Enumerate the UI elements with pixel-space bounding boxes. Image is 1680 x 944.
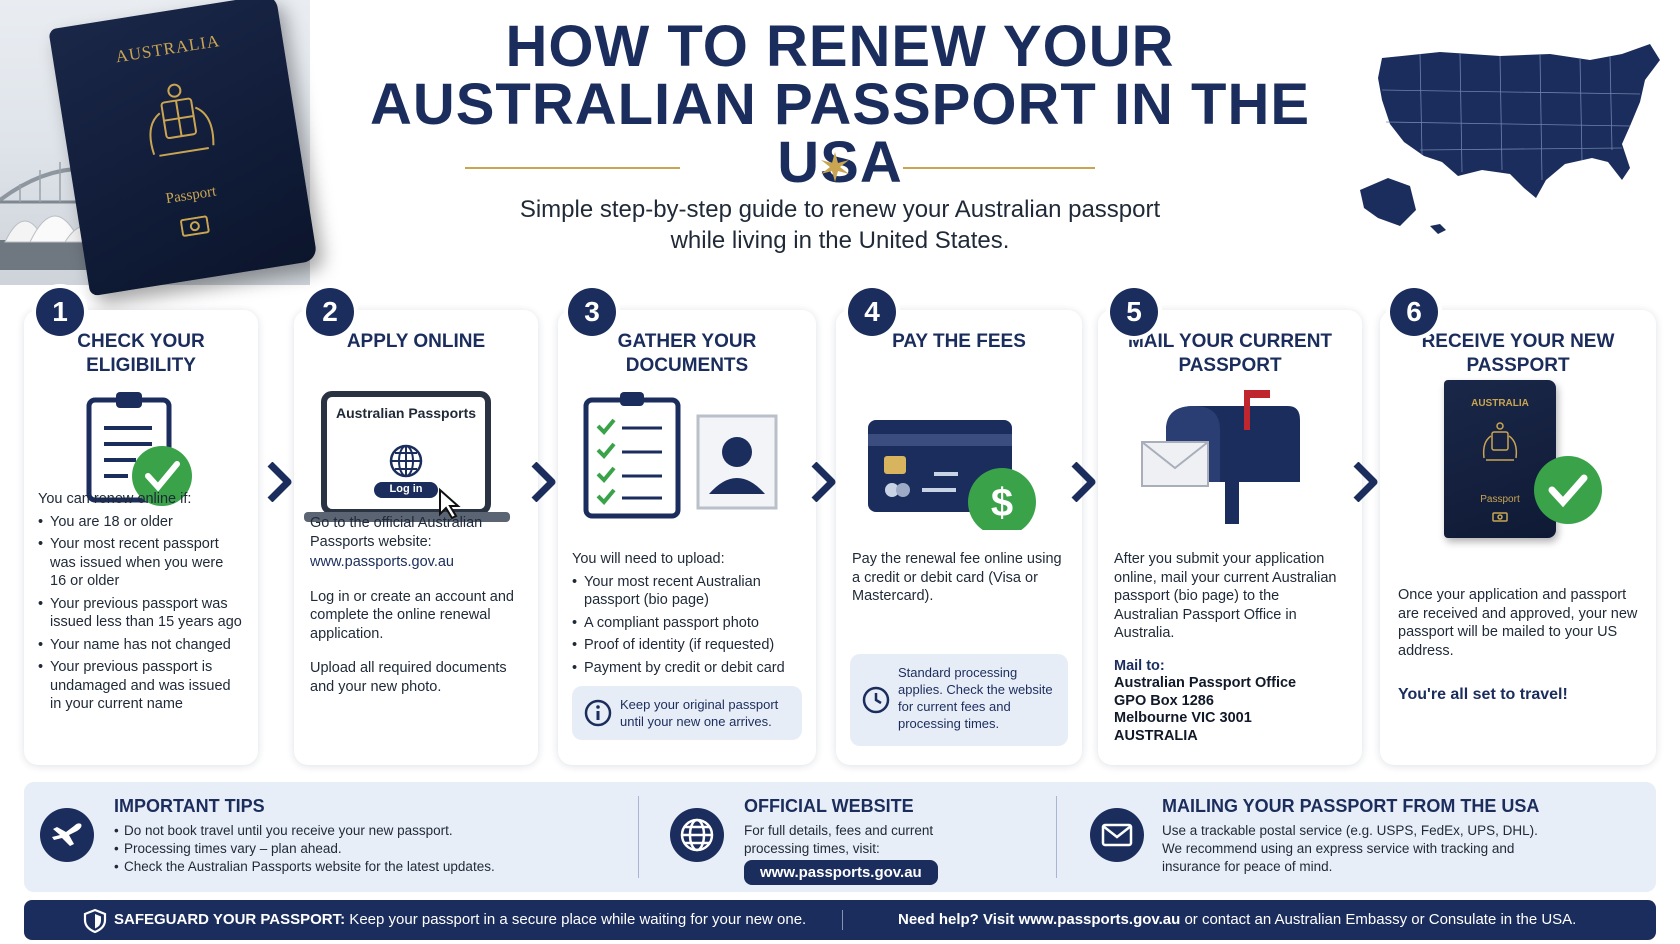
usa-map-icon [1360,44,1660,234]
checklist-photo-icon [558,390,816,530]
list-item: Your previous passport is undamaged and … [38,658,242,714]
step-5-body: After you submit your application online… [1114,550,1346,745]
step-card-6: RECEIVE YOUR NEW PASSPORT AUSTRALIA Pass… [1380,310,1656,765]
list-item: A compliant passport photo [572,614,800,633]
step-5-title: MAIL YOUR CURRENT PASSPORT [1127,331,1333,376]
step-4-badge: 4 [848,288,896,336]
airplane-icon [40,808,94,862]
star-icon [821,152,849,182]
shield-icon [83,908,107,934]
page-subtitle: Simple step-by-step guide to renew your … [519,196,1161,254]
list-item: Your most recent Australian passport (bi… [572,573,800,610]
step-3-title: GATHER YOUR DOCUMENTS [617,331,757,376]
envelope-icon [1090,808,1144,862]
laptop-icon: Australian Passports Log in [294,390,538,530]
list-item: Check the Australian Passports website f… [114,858,495,876]
chevron-right-icon [531,462,556,502]
step-3-note: Keep your original passport until your n… [572,686,802,740]
important-tips: IMPORTANT TIPS Do not book travel until … [24,782,614,892]
list-item: Your previous passport was issued less t… [38,595,242,632]
step-5-badge: 5 [1110,288,1158,336]
divider [842,910,843,930]
page-title: HOW TO RENEW YOUR AUSTRALIAN PASSPORT IN… [369,14,1311,192]
step-2-title: APPLY ONLINE [346,331,486,352]
divider [1056,796,1057,878]
coat-of-arms-icon [149,83,215,157]
help-message: Need help? Visit www.passports.gov.au or… [898,911,1577,928]
tips-panel: IMPORTANT TIPS Do not book travel until … [24,782,1656,892]
step-1-body: You can renew online if: You are 18 or o… [38,490,242,718]
step-3-body: You will need to upload: Your most recen… [572,550,800,681]
step-card-4: PAY THE FEES $ Pay the renewal fee onlin… [836,310,1082,765]
closing-message: You're all set to travel! [1398,686,1568,703]
footer-link[interactable]: www.passports.gov.au [1018,911,1181,928]
login-button[interactable]: Log in [389,483,423,495]
globe-icon [670,808,724,862]
passport-image: AUSTRALIA Passport [1444,380,1556,538]
list-item: Payment by credit or debit card [572,659,800,678]
step-2-badge: 2 [306,288,354,336]
step-card-2: APPLY ONLINE Australian Passports Log in… [294,310,538,765]
list-item: Your most recent passport was issued whe… [38,535,242,591]
clock-icon [862,686,890,714]
mailing-address: Australian Passport Office GPO Box 1286 … [1114,675,1297,744]
step-card-3: GATHER YOUR DOCUMENTS You will need to u… [558,310,816,765]
safeguard-message: SAFEGUARD YOUR PASSPORT: Keep your passp… [114,911,807,928]
chevron-right-icon [1071,462,1096,502]
screen-title: Australian Passports [335,405,477,421]
title-divider-right [903,167,1095,169]
biometric-chip-icon [180,215,210,237]
passport-country-label: AUSTRALIA [114,31,222,67]
mailing-tips: MAILING YOUR PASSPORT FROM THE USA Use a… [1074,782,1654,892]
info-icon [584,699,612,727]
step-2-body: Go to the official Australian Passports … [310,514,522,712]
list-item: You are 18 or older [38,513,242,532]
list-item: Proof of identity (if requested) [572,636,800,655]
step-4-note: Standard processing applies. Check the w… [850,654,1068,746]
step-card-1: CHECK YOUR ELIGIBILITY You can renew onl… [24,310,258,765]
official-website: OFFICIAL WEBSITE For full details, fees … [656,782,1056,892]
step-card-5: MAIL YOUR CURRENT PASSPORT After you sub… [1098,310,1362,765]
step-6-badge: 6 [1390,288,1438,336]
check-icon [1534,456,1602,524]
step-6-title: RECEIVE YOUR NEW PASSPORT [1421,331,1615,376]
step-4-title: PAY THE FEES [892,331,1026,352]
mailbox-icon [1098,384,1362,530]
passport-check-icon: AUSTRALIA Passport [1380,380,1656,538]
step-1-title: CHECK YOUR ELIGIBILITY [77,331,205,376]
biometric-chip-icon [1492,512,1508,522]
title-divider-left [465,167,680,169]
coat-of-arms-icon [1482,422,1518,461]
footer-bar: SAFEGUARD YOUR PASSPORT: Keep your passp… [24,900,1656,940]
clipboard-check-icon [24,390,258,530]
list-item: Do not book travel until you receive you… [114,822,495,840]
step-1-badge: 1 [36,288,84,336]
list-item: Processing times vary – plan ahead. [114,840,495,858]
australian-passport-image: AUSTRALIA Passport [48,0,318,297]
divider [638,796,639,878]
passports-link[interactable]: www.passports.gov.au [310,554,454,570]
list-item: Your name has not changed [38,636,242,655]
website-link-button[interactable]: www.passports.gov.au [744,860,938,885]
svg-text:$: $ [991,481,1013,525]
passport-word-label: Passport [164,183,218,208]
chevron-right-icon [811,462,836,502]
chevron-right-icon [267,462,292,502]
mail-to-label: Mail to: [1114,657,1165,674]
step-4-body: Pay the renewal fee online using a credi… [852,551,1062,604]
step-3-badge: 3 [568,288,616,336]
credit-card-dollar-icon: $ [836,390,1082,536]
chevron-right-icon [1353,462,1378,502]
step-6-body: Once your application and passport are r… [1398,586,1640,705]
